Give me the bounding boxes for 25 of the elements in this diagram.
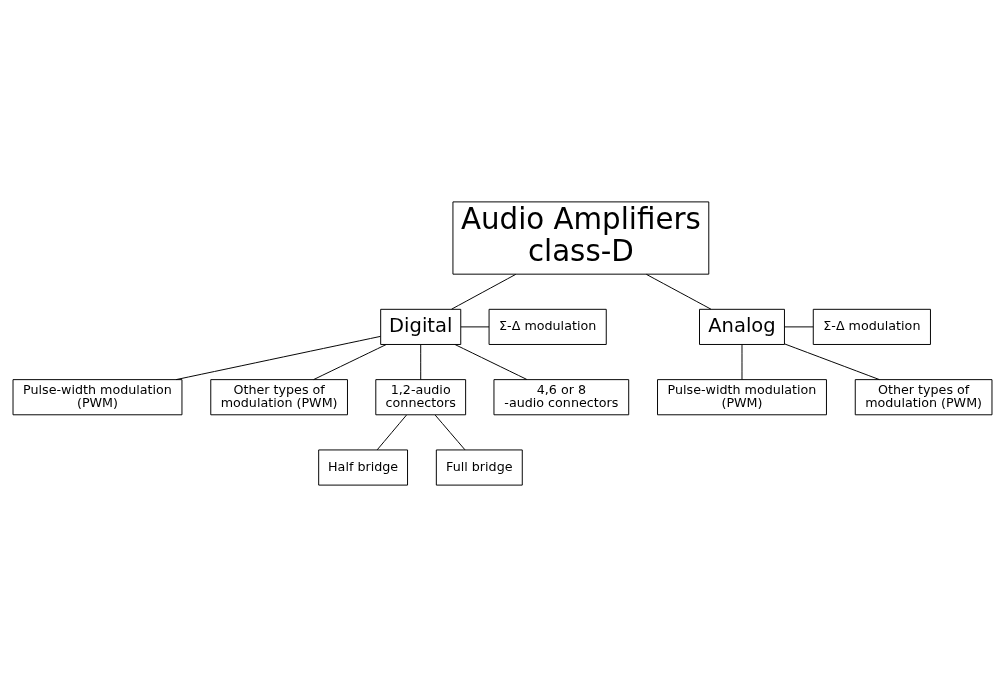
connector [434, 414, 466, 450]
connector [454, 343, 528, 380]
node-box: Analog [699, 308, 785, 345]
node-box: 1,2-audio connectors [375, 378, 467, 415]
connector [420, 343, 422, 380]
connector [741, 343, 743, 380]
node-box: Audio Amplifiers class-D [452, 200, 710, 275]
node-box: Pulse-width modulation (PWM) [657, 378, 827, 415]
node-box: Digital [380, 308, 462, 345]
node-box: 4,6 or 8 -audio connectors [493, 378, 630, 415]
connector [645, 273, 712, 310]
node-box: Other types of modulation (PWM) [210, 378, 348, 415]
connector [460, 325, 490, 327]
node-box: Σ-Δ modulation [812, 308, 931, 345]
node-box: Full bridge [435, 448, 523, 486]
connector [451, 273, 517, 310]
node-box: Other types of modulation (PWM) [854, 378, 993, 415]
node-box: Pulse-width modulation (PWM) [12, 378, 183, 415]
connector [313, 343, 387, 380]
connector [175, 335, 381, 380]
node-box: Half bridge [318, 448, 408, 486]
node-box: Σ-Δ modulation [488, 308, 607, 345]
connector [784, 342, 880, 380]
connector [376, 414, 407, 450]
connector [784, 325, 814, 327]
